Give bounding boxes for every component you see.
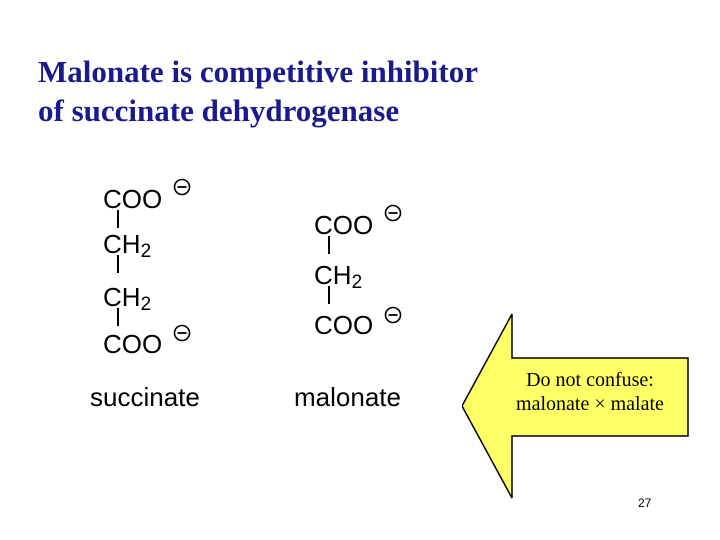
callout-arrow-shape [462,313,689,499]
succinate-methylene-1: CH2 [103,231,151,261]
callout-line-2: malonate × malate [516,393,664,415]
subscript-2: 2 [351,272,363,293]
slide-title: Malonate is competitive inhibitor of suc… [38,52,678,130]
page-number: 27 [638,496,652,510]
subscript-2: 2 [140,241,152,262]
callout-line-1: Do not confuse: [526,369,654,391]
negative-charge-icon [384,204,402,222]
malonate-carboxylate-top: COO [314,212,373,238]
negative-charge-icon [384,306,402,324]
formula-text: COO [103,184,163,214]
malonate-methylene: CH2 [314,262,362,292]
negative-charge-icon [173,178,191,196]
formula-text: COO [314,310,374,340]
bond-line [117,210,119,228]
formula-text: CH [103,229,141,259]
bond-line [117,308,119,326]
succinate-label: succinate [90,382,200,412]
formula-text: COO [103,329,163,359]
formula-text: CH [103,282,141,312]
malonate-carboxylate-bottom: COO [314,312,373,338]
negative-charge-icon [173,324,191,342]
left-arrow-callout [462,313,689,499]
title-line-2: of succinate dehydrogenase [38,93,400,128]
succinate-carboxylate-bottom: COO [103,331,162,357]
succinate-carboxylate-top: COO [103,186,162,212]
callout-text: Do not confuse: malonate × malate [490,368,690,416]
malonate-label: malonate [294,382,401,412]
subscript-2: 2 [140,294,152,315]
formula-text: CH [314,260,352,290]
bond-line [328,286,330,304]
bond-line [117,255,119,273]
formula-text: COO [314,210,374,240]
malonate-structure: COO CH2 COO [314,204,444,342]
title-line-1: Malonate is competitive inhibitor [38,54,478,89]
succinate-methylene-2: CH2 [103,284,151,314]
bond-line [328,236,330,254]
succinate-structure: COO CH2 CH2 COO [103,178,233,366]
